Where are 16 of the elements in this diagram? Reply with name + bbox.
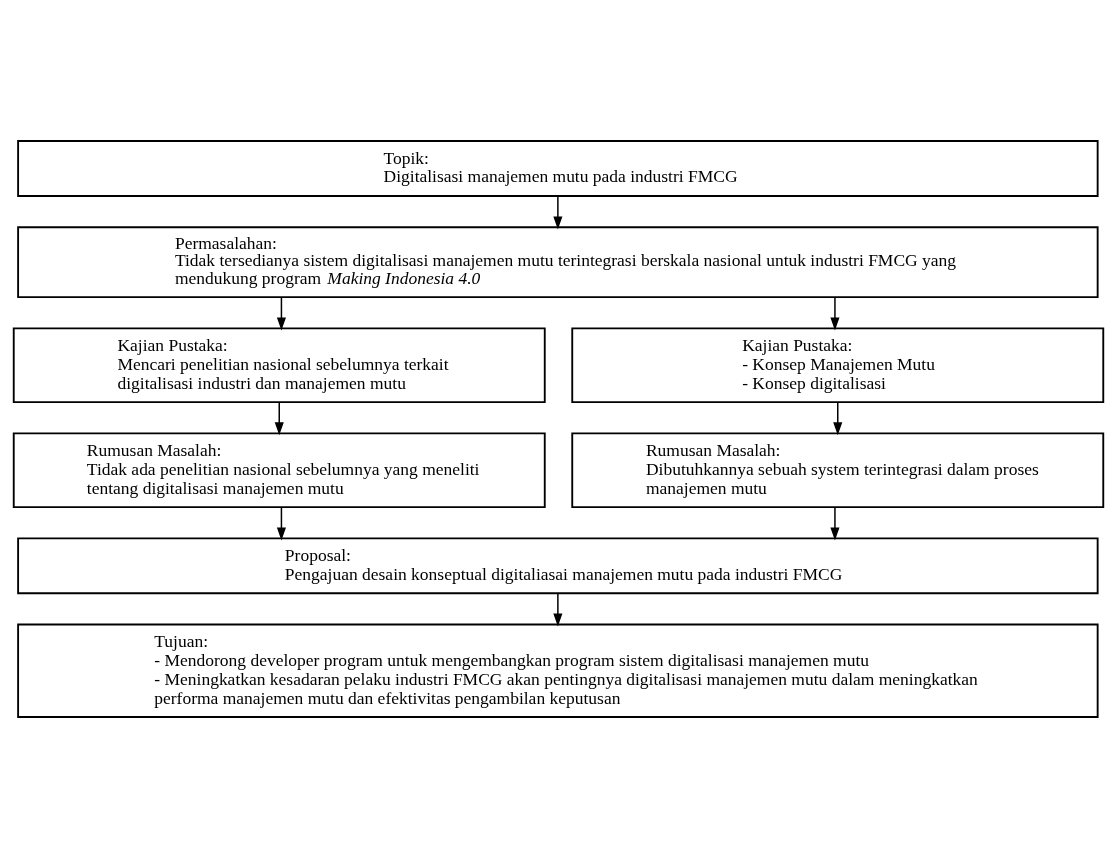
node-box: Rumusan Masalah: Dibutuhkannya sebuah system terintegrasi dalam proses manajemen mutu — [571, 431, 1105, 508]
node-box: Topik: Digitalisasi manajemen mutu pada industri FMCG — [17, 139, 1099, 197]
arrow — [276, 296, 286, 331]
arrow — [833, 401, 843, 435]
node-box: Kajian Pustaka: Mencari penelitian nasional sebelumnya terkait digitalisasi industri dan manajemen mutu — [12, 327, 546, 403]
node-box: Tujuan: - Mendorong developer program untuk mengembangkan program sistem digitalisasi manajemen mutu - Meningkatkan kesadaran pelaku industri FMCG akan pentingnya digitalisasi manajemen mutu dalam meningkatkan performa manajemen mutu dan efektivitas pengambilan keputusan — [17, 623, 1099, 718]
arrow — [274, 401, 284, 435]
arrow — [830, 506, 840, 541]
arrow — [830, 296, 840, 331]
arrow — [553, 592, 563, 627]
arrow — [276, 506, 286, 541]
node-box: Permasalahan: Tidak tersedianya sistem digitalisasi manajemen mutu terintegrasi berskala nasional untuk industri FMCG yang mendukung program Making Indonesia 4.0 — [17, 225, 1099, 298]
arrow — [553, 194, 563, 229]
node-box: Proposal: Pengajuan desain konseptual digitaliasai manajemen mutu pada industri FMCG — [17, 536, 1099, 594]
node-box: Rumusan Masalah: Tidak ada penelitian nasional sebelumnya yang meneliti tentang digitalisasi manajemen mutu — [12, 431, 546, 508]
node-box: Kajian Pustaka: - Konsep Manajemen Mutu - Konsep digitalisasi — [571, 327, 1105, 403]
